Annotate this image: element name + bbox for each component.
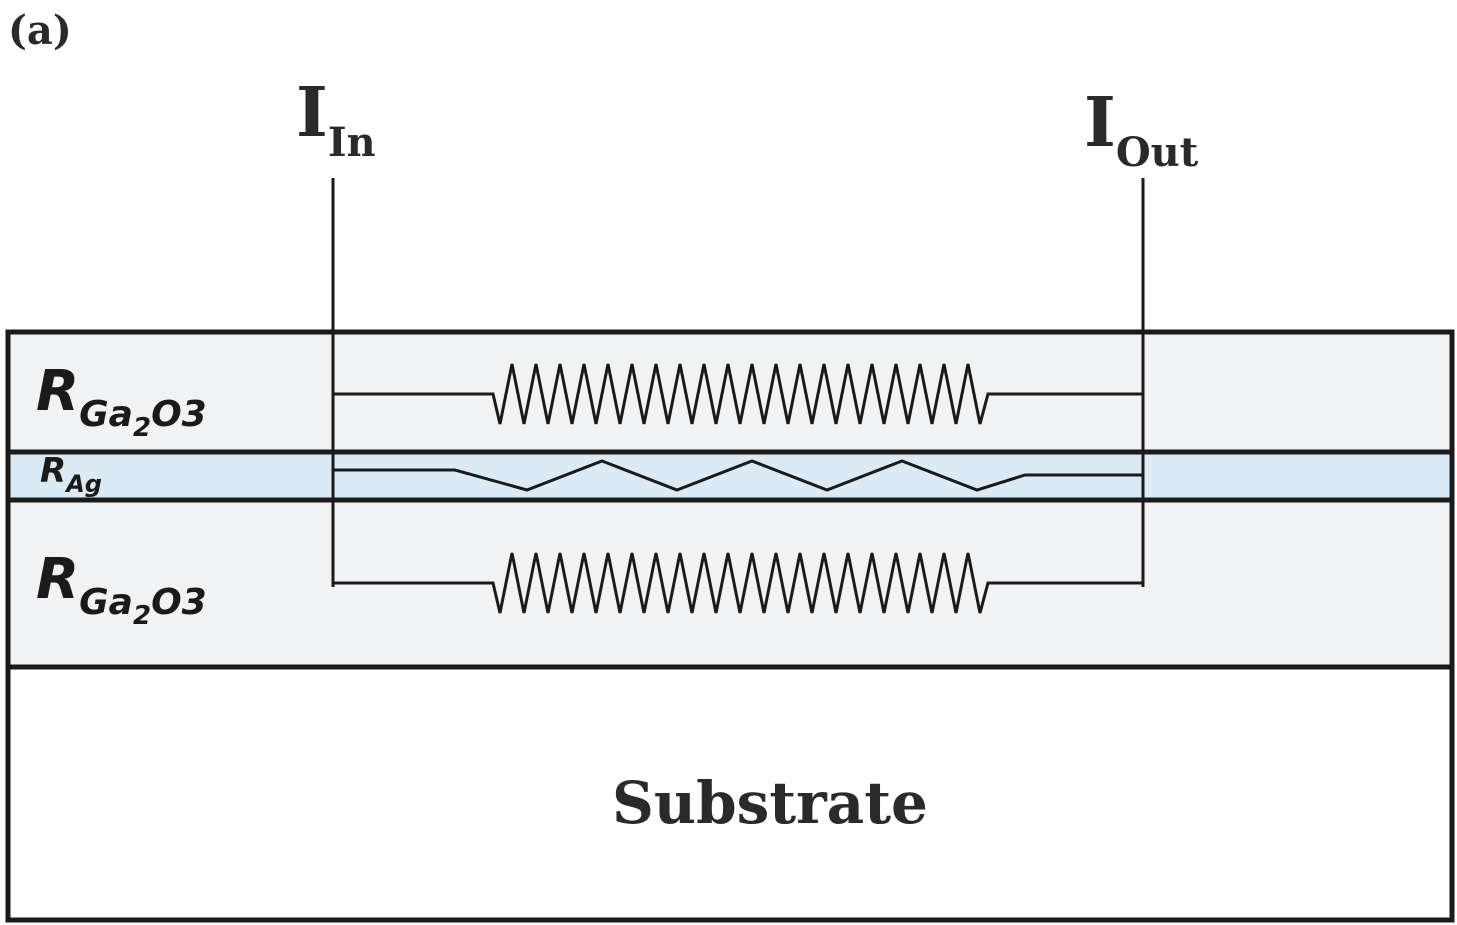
- ga2o3-bottom-sub-o: O: [151, 582, 182, 623]
- substrate-layer: [5, 664, 1455, 923]
- resistor-ag: [333, 459, 1143, 492]
- current-out-subscript: Out: [1116, 129, 1199, 176]
- current-in-label: IIn: [296, 73, 376, 166]
- ag-resistance-label: RAg: [40, 451, 102, 498]
- ga2o3-bottom-sub-ga: Ga: [79, 582, 133, 623]
- ga2o3-bottom-sub-3: 3: [182, 582, 207, 623]
- ga2o3-top-sub-ga: Ga: [79, 394, 133, 435]
- ga2o3-bottom-resistance-label: RGa2O3: [36, 547, 207, 631]
- ga2o3-top-resistance-label: RGa2O3: [36, 359, 207, 443]
- ag-sub: Ag: [64, 470, 102, 498]
- ga2o3-top-sub-3: 3: [182, 394, 207, 435]
- ag-layer: [5, 449, 1455, 503]
- current-out-label: IOut: [1084, 83, 1199, 176]
- current-out-symbol: I: [1084, 83, 1116, 163]
- ga2o3-top-sub-o: O: [151, 394, 182, 435]
- substrate-label: Substrate: [612, 769, 928, 837]
- ga2o3-top-sub-2: 2: [133, 413, 151, 443]
- current-in-symbol: I: [296, 73, 328, 153]
- ag-r-symbol: R: [40, 451, 66, 491]
- ga2o3-top-r-symbol: R: [36, 359, 79, 424]
- current-in-subscript: In: [328, 119, 376, 166]
- resistor-ga2o3-bottom: [333, 552, 1143, 614]
- ga2o3-top-layer: [5, 329, 1455, 455]
- ga2o3-bottom-sub-2: 2: [133, 601, 151, 631]
- ga2o3-bottom-layer: [5, 497, 1455, 670]
- resistor-ga2o3-top: [333, 363, 1143, 425]
- panel-label: (a): [8, 7, 72, 54]
- ga2o3-bottom-r-symbol: R: [36, 547, 79, 612]
